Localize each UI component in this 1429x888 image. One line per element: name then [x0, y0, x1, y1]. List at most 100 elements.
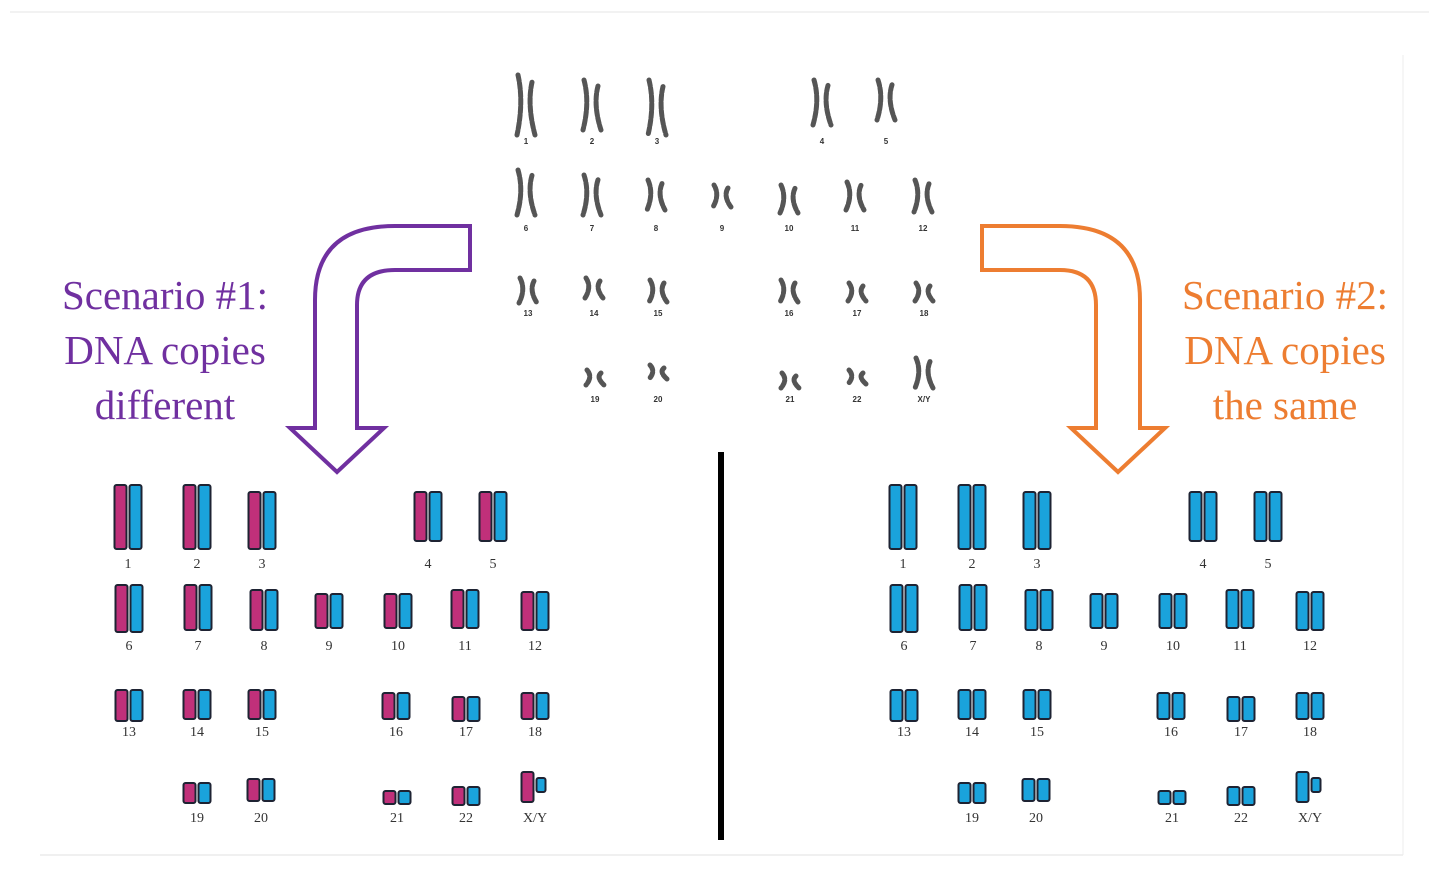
- gray-chromosome-9-a: [710, 182, 720, 210]
- gray-label-16: 16: [785, 309, 794, 318]
- right-chromosome-10-a: [1158, 593, 1173, 629]
- gray-chromosome-pair-19: 19: [583, 367, 607, 404]
- left-label-14: 14: [190, 725, 204, 740]
- right-chromosome-X/Y-a: [1295, 771, 1310, 803]
- gray-chromosome-13-a: [516, 275, 526, 306]
- right-chromosome-15-a: [1022, 689, 1037, 720]
- left-chromosome-22-a: [451, 786, 466, 806]
- left-chromosome-pair-15: 15: [247, 689, 277, 740]
- gray-chromosome-pair-4: 4: [810, 77, 834, 146]
- gray-chromosome-14-a: [582, 275, 592, 301]
- right-chromosome-pair-14: 14: [957, 689, 987, 740]
- left-chromosome-3-b: [262, 491, 277, 550]
- gray-chromosome-16-b: [790, 280, 801, 305]
- gray-chromosome-22-b: [858, 370, 869, 387]
- right-chromosome-22-a: [1226, 786, 1241, 806]
- right-chromosome-pair-5: 5: [1253, 491, 1283, 572]
- gray-chromosome-pair-14: 14: [582, 275, 606, 318]
- left-label-2: 2: [194, 557, 201, 572]
- left-label-5: 5: [490, 557, 497, 572]
- gray-label-10: 10: [785, 224, 794, 233]
- gray-chromosome-pair-9: 9: [710, 182, 734, 233]
- gray-chromosome-16-a: [777, 277, 787, 305]
- right-chromosome-pair-7: 7: [958, 584, 988, 654]
- gray-chromosome-pair-20: 20: [646, 362, 670, 404]
- right-label-2: 2: [969, 557, 976, 572]
- gray-chromosome-5-a: [874, 77, 884, 123]
- gray-chromosome-pair-22: 22: [845, 367, 869, 404]
- scenario-2-line3: the same: [1212, 382, 1358, 428]
- left-chromosome-8-b: [264, 589, 279, 631]
- left-chromosome-X/Y-a: [520, 771, 535, 803]
- left-chromosome-21-b: [397, 790, 412, 805]
- orange-bent-arrow-icon: [980, 224, 1171, 475]
- right-chromosome-14-a: [957, 689, 972, 720]
- right-chromosome-3-a: [1022, 491, 1037, 550]
- right-chromosome-pair-10: 10: [1158, 593, 1188, 654]
- right-chromosome-12-b: [1310, 591, 1325, 631]
- gray-chromosome-1-a: [514, 72, 524, 138]
- right-chromosome-2-a: [957, 484, 972, 550]
- gray-chromosome-9-b: [723, 185, 734, 210]
- gray-chromosome-8-b: [657, 181, 668, 213]
- right-label-20: 20: [1029, 811, 1043, 826]
- right-chromosome-9-b: [1104, 593, 1119, 629]
- left-chromosome-pair-11: 11: [450, 589, 480, 654]
- gray-chromosome-13-b: [529, 278, 540, 306]
- left-chromosome-pair-5: 5: [478, 491, 508, 572]
- left-chromosome-pair-14: 14: [182, 689, 212, 740]
- gray-chromosome-X/Y-a: [912, 355, 922, 391]
- gray-label-12: 12: [919, 224, 928, 233]
- right-label-1: 1: [900, 557, 907, 572]
- left-label-1: 1: [125, 557, 132, 572]
- right-label-11: 11: [1233, 639, 1246, 654]
- right-chromosome-pair-3: 3: [1022, 491, 1052, 572]
- left-chromosome-pair-18: 18: [520, 692, 550, 740]
- left-chromosome-pair-3: 3: [247, 491, 277, 572]
- left-label-16: 16: [389, 725, 403, 740]
- scenario-2-line2: DNA copies: [1184, 327, 1386, 373]
- left-chromosome-pair-20: 20: [246, 778, 276, 826]
- gray-chromosome-6-b: [527, 172, 538, 218]
- right-chromosome-pair-20: 20: [1021, 778, 1051, 826]
- gray-chromosome-pair-16: 16: [777, 277, 801, 318]
- gray-chromosome-pair-5: 5: [874, 77, 898, 146]
- gray-chromosome-10-b: [790, 185, 801, 216]
- right-chromosome-16-a: [1156, 692, 1171, 720]
- right-chromosome-17-a: [1226, 696, 1241, 722]
- gray-label-X/Y: X/Y: [918, 395, 932, 404]
- left-label-10: 10: [391, 639, 405, 654]
- gray-label-11: 11: [851, 224, 860, 233]
- left-chromosome-7-a: [183, 584, 198, 631]
- left-label-X/Y: X/Y: [523, 811, 547, 826]
- gray-chromosome-19-a: [583, 367, 593, 388]
- right-chromosome-19-a: [957, 782, 972, 804]
- left-chromosome-14-a: [182, 689, 197, 720]
- right-chromosome-1-b: [903, 484, 918, 550]
- left-label-21: 21: [390, 811, 404, 826]
- scenario-2-caption: Scenario #2: DNA copies the same: [1135, 268, 1429, 433]
- gray-chromosome-3-a: [645, 77, 655, 138]
- center-divider: [718, 452, 724, 840]
- left-label-6: 6: [126, 639, 133, 654]
- gray-label-15: 15: [654, 309, 663, 318]
- left-chromosome-pair-13: 13: [114, 689, 144, 740]
- gray-chromosome-8-a: [644, 177, 654, 213]
- gray-chromosome-pair-7: 7: [580, 172, 604, 233]
- right-chromosome-13-b: [904, 689, 919, 722]
- left-chromosome-19-a: [182, 782, 197, 804]
- left-chromosome-16-a: [381, 692, 396, 720]
- left-chromosome-18-b: [535, 692, 550, 720]
- left-chromosome-pair-17: 17: [451, 696, 481, 740]
- gray-label-18: 18: [920, 309, 929, 318]
- gray-chromosome-20-a: [646, 362, 656, 382]
- gray-chromosome-11-b: [856, 182, 867, 213]
- right-chromosome-2-b: [972, 484, 987, 550]
- right-label-X/Y: X/Y: [1298, 811, 1322, 826]
- left-chromosome-pair-2: 2: [182, 484, 212, 572]
- left-chromosome-pair-7: 7: [183, 584, 213, 654]
